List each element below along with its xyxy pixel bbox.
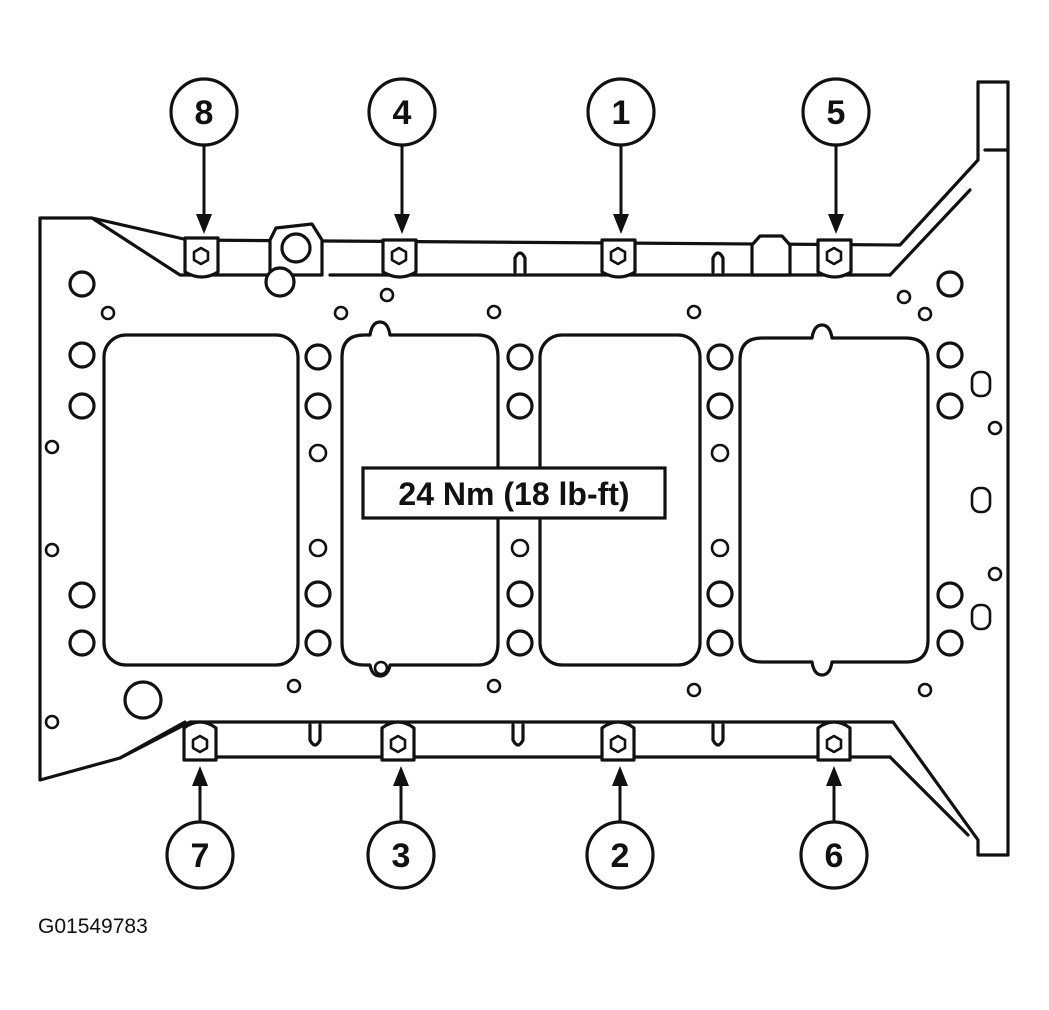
bottom-bolts bbox=[182, 720, 852, 762]
callout-2: 2 bbox=[585, 820, 655, 890]
top-boss-hole bbox=[280, 232, 312, 264]
callout-6: 6 bbox=[799, 820, 869, 890]
bolt-7 bbox=[182, 720, 218, 762]
callout-number: 6 bbox=[825, 837, 844, 875]
right-diagonal-inner bbox=[888, 188, 972, 277]
callout-number: 5 bbox=[827, 94, 846, 132]
top-bolts bbox=[183, 236, 853, 279]
callout-number: 2 bbox=[611, 837, 630, 875]
right-slots bbox=[970, 370, 992, 631]
torque-label: 24 Nm (18 lb-ft) bbox=[361, 466, 667, 520]
bolt-1 bbox=[600, 238, 637, 279]
callout-1: 1 bbox=[586, 77, 656, 147]
callout-3: 3 bbox=[366, 820, 436, 890]
rail-notch bbox=[308, 723, 322, 747]
bolt-8 bbox=[183, 236, 220, 279]
left-lower-corner-detail bbox=[118, 720, 187, 760]
callout-number: 3 bbox=[392, 837, 411, 875]
right-diagonal-lower bbox=[888, 755, 970, 837]
callout-4: 4 bbox=[367, 77, 437, 147]
rail-notch bbox=[711, 723, 725, 747]
bolt-4 bbox=[381, 238, 418, 279]
rail-notch bbox=[513, 251, 527, 274]
gasket-opening-4 bbox=[738, 323, 930, 677]
callout-7: 7 bbox=[165, 820, 235, 890]
top-boss-small-hole bbox=[264, 266, 296, 298]
bolt-5 bbox=[816, 238, 853, 279]
figure-id: G01549783 bbox=[38, 915, 148, 938]
callout-number: 1 bbox=[612, 94, 631, 132]
callout-number: 8 bbox=[195, 94, 214, 132]
callout-5: 5 bbox=[801, 77, 871, 147]
left-corner-detail bbox=[90, 216, 192, 277]
small-holes bbox=[44, 287, 1003, 730]
rail-notch bbox=[511, 723, 525, 747]
torque-spec-text: 24 Nm (18 lb-ft) bbox=[398, 476, 629, 512]
bolt-3 bbox=[380, 720, 416, 762]
callout-number: 4 bbox=[393, 94, 412, 132]
large-holes bbox=[68, 270, 964, 720]
callout-arrows bbox=[192, 145, 844, 823]
callout-8: 8 bbox=[169, 77, 239, 147]
bolt-2 bbox=[600, 720, 636, 762]
gasket-opening-1 bbox=[102, 333, 300, 667]
top-boss-right bbox=[750, 234, 792, 277]
bolt-6 bbox=[816, 720, 852, 762]
rail-notch bbox=[711, 251, 725, 274]
callout-number: 7 bbox=[191, 837, 210, 875]
